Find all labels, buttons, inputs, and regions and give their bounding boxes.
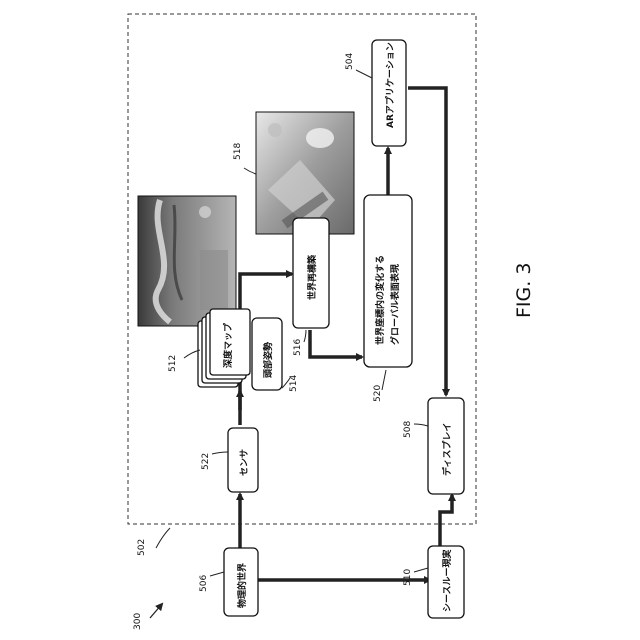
boundary-leader	[156, 528, 170, 548]
display-box: ディスプレイ	[428, 398, 464, 494]
see-through-leader	[414, 568, 428, 572]
ar-application-label: ARアプリケーション	[384, 42, 396, 128]
physical-world-label: 物理的世界	[236, 563, 248, 608]
see-through-label: シースルー現実	[441, 549, 453, 612]
reconstruction-box: 世界再構築	[293, 218, 329, 328]
depth-map-label: 深度マップ	[222, 322, 234, 368]
global-surface-ref: 520	[373, 385, 383, 402]
global-surface-leader	[382, 370, 386, 390]
figure-caption: FIG. 3	[513, 263, 535, 318]
figure-ref-arrow	[150, 604, 162, 618]
global-surface-label-1: 世界座標内の変化する	[374, 255, 386, 345]
physical-world-leader	[210, 572, 224, 576]
head-pose-label: 頭部姿勢	[262, 342, 274, 378]
sensor-label: センサ	[239, 449, 250, 476]
reconstruction-label: 世界再構築	[306, 254, 318, 300]
ar-application-leader	[356, 70, 372, 78]
depth-map-stack: 深度マップ	[198, 309, 250, 387]
arrow-ar-to-display	[408, 88, 446, 395]
depth-map-photo	[138, 196, 236, 326]
reconstruction-ref: 516	[293, 339, 303, 356]
arrow-reconstruction-to-surface	[310, 330, 362, 357]
display-leader	[414, 424, 428, 426]
depth-map-ref: 512	[168, 355, 178, 372]
figure-ref: 300	[133, 613, 143, 630]
scene-photo	[256, 112, 354, 234]
physical-world-box: 物理的世界	[224, 548, 258, 616]
global-surface-box: 世界座標内の変化する グローバル表面表現	[364, 195, 412, 367]
display-ref: 508	[403, 421, 413, 438]
sensor-ref: 522	[201, 453, 211, 470]
head-pose-ref: 514	[289, 375, 299, 392]
physical-world-ref: 506	[199, 575, 209, 592]
see-through-box: シースルー現実	[428, 546, 464, 618]
reconstruction-leader	[304, 330, 306, 342]
display-label: ディスプレイ	[441, 423, 453, 476]
ar-application-ref: 504	[345, 53, 355, 70]
head-pose-box: 頭部姿勢	[252, 318, 282, 390]
sensor-leader	[212, 452, 228, 454]
scene-ref: 518	[233, 143, 243, 160]
sensor-box: センサ	[228, 428, 258, 492]
boundary-ref: 502	[137, 539, 147, 556]
ar-application-box: ARアプリケーション	[372, 40, 406, 146]
global-surface-label-2: グローバル表面表現	[389, 264, 401, 345]
arrow-seethrough-to-display	[440, 495, 452, 546]
scene-leader	[244, 168, 256, 174]
see-through-ref: 510	[403, 569, 413, 586]
